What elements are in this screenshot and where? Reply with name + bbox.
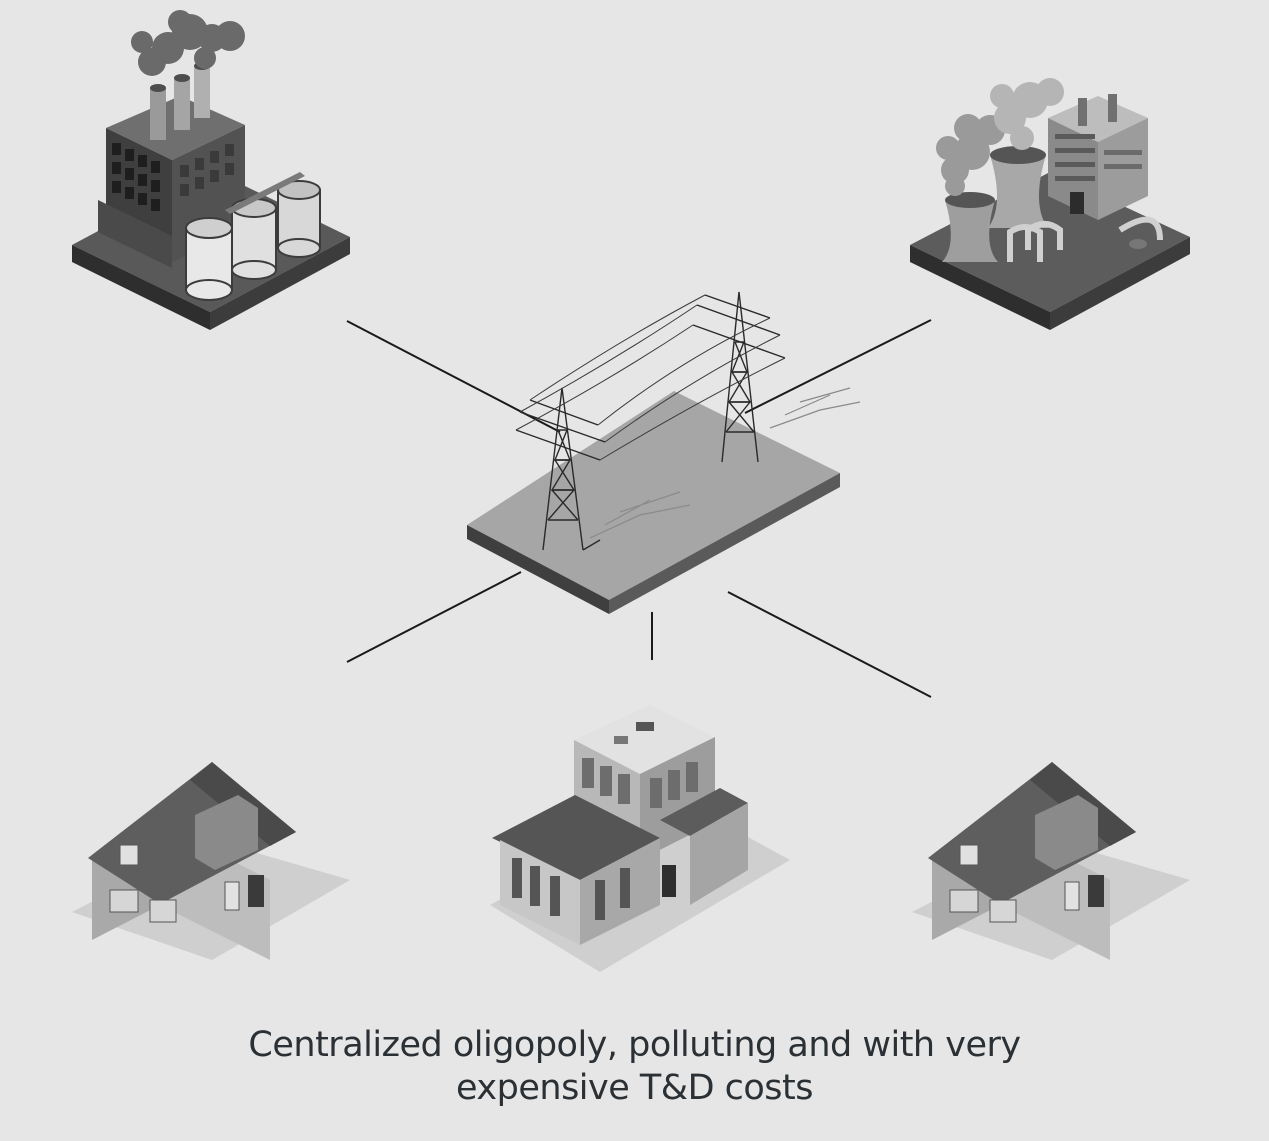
- edge-grid-house-right: [727, 591, 932, 698]
- cooling-tower-power-plant-icon: [910, 78, 1190, 330]
- house-icon-left: [72, 762, 350, 960]
- edge-grid-house-left: [346, 571, 522, 663]
- transmission-towers-icon: [467, 291, 861, 614]
- house-icon-right: [912, 762, 1190, 960]
- modern-building-icon: [490, 705, 790, 972]
- caption: Centralized oligopoly, polluting and wit…: [0, 1024, 1269, 1110]
- factory-with-storage-tanks-icon: [72, 10, 350, 330]
- caption-line-1: Centralized oligopoly, polluting and wit…: [248, 1025, 1021, 1065]
- caption-line-2: expensive T&D costs: [456, 1068, 814, 1108]
- edge-plant-grid: [744, 319, 932, 414]
